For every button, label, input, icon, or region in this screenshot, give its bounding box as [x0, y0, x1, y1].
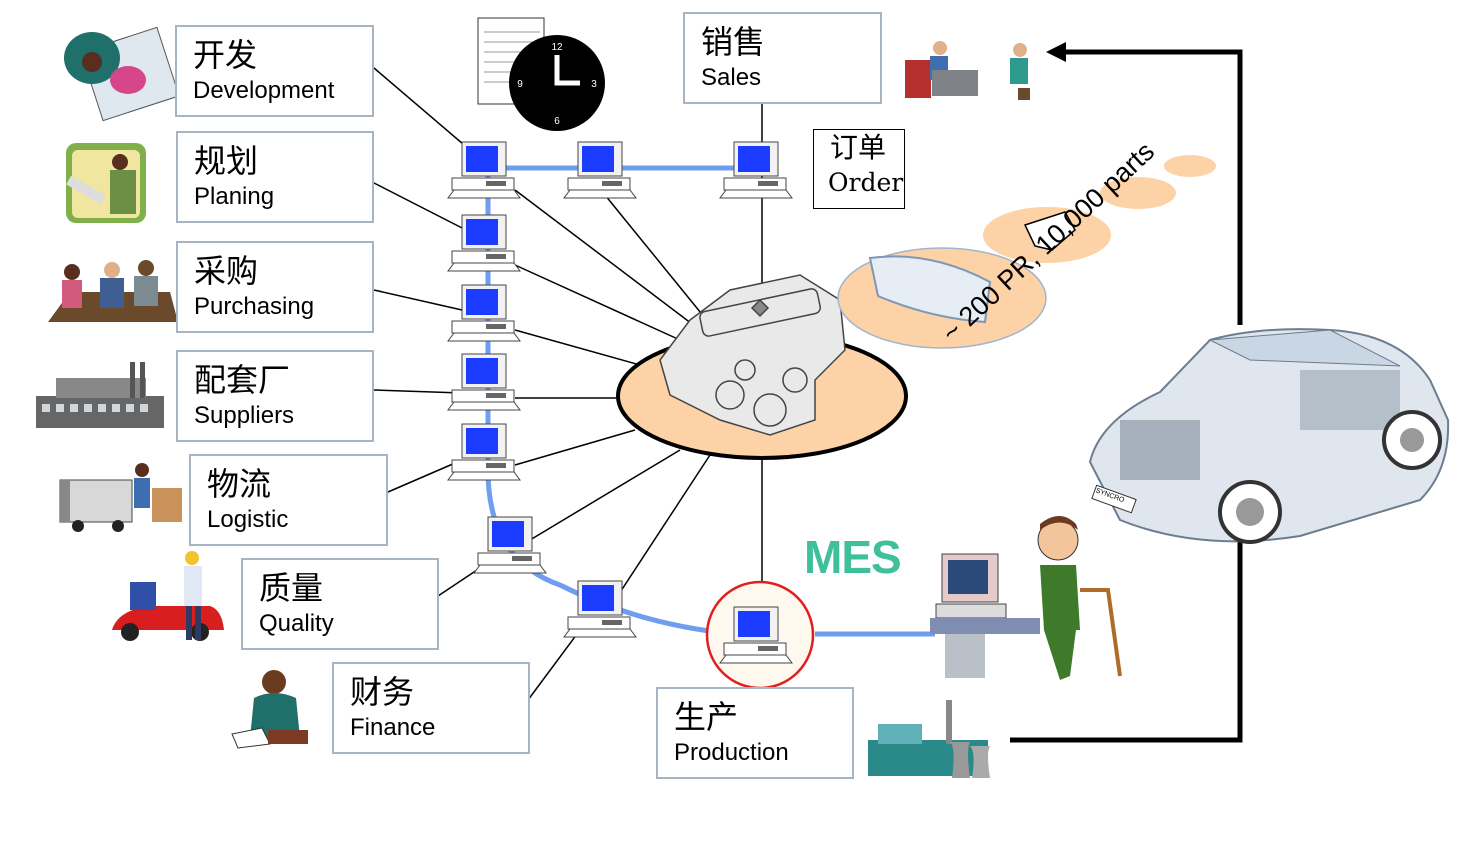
planning-box: 规划 Planing: [176, 131, 374, 223]
feedback-arrow: [1010, 42, 1243, 743]
workstation-icon: [447, 214, 521, 272]
clock-numeral-12: 12: [551, 42, 563, 53]
workstation-icon: [719, 141, 793, 199]
quality-zh-label: 质量: [259, 569, 324, 607]
development-box: 开发 Development: [175, 25, 374, 117]
sales-meeting-icon: [905, 41, 1030, 100]
engine-icon: [659, 274, 846, 436]
finance-box: 财务 Finance: [332, 662, 530, 754]
development-en-label: Development: [193, 77, 335, 104]
workstation-icon: [447, 423, 521, 481]
car-cutaway-icon: SYNCRO: [1088, 328, 1450, 544]
logistics-truck-icon: [59, 463, 182, 532]
logistic-en-label: Logistic: [207, 506, 289, 533]
central-hub: [616, 274, 908, 460]
logistic-zh-label: 物流: [207, 465, 272, 503]
parts-bubbles: [837, 155, 1216, 349]
part-icon: [1023, 211, 1076, 251]
clock-numeral-9: 9: [517, 79, 523, 90]
order-note: 订单 Order: [813, 129, 905, 209]
production-en-label: Production: [674, 739, 789, 766]
suppliers-zh-label: 配套厂: [194, 361, 291, 399]
development-clipart-icon: [64, 26, 180, 122]
workstation-icon: [447, 284, 521, 342]
workstation-icon: [563, 141, 637, 199]
workstations: [447, 141, 793, 664]
purchasing-clipart-icon: [48, 260, 178, 322]
development-zh-label: 开发: [193, 36, 258, 74]
order-zh-label: 订单: [830, 131, 887, 164]
suppliers-en-label: Suppliers: [194, 402, 295, 429]
logistic-box: 物流 Logistic: [189, 454, 388, 546]
sales-box: 销售 Sales: [683, 12, 882, 104]
workstation-icon: [447, 141, 521, 199]
workstation-icon: [719, 606, 793, 664]
workstation-icon: [563, 580, 637, 638]
suppliers-box: 配套厂 Suppliers: [176, 350, 374, 442]
production-zh-label: 生产: [674, 698, 739, 736]
clock-icon: 12 3 6 9: [477, 17, 605, 131]
factory-icon: [36, 362, 164, 428]
production-plant-icon: [868, 700, 990, 778]
quality-clipart-icon: [112, 551, 224, 641]
planning-clipart-icon: [66, 143, 146, 223]
sales-zh-label: 销售: [701, 23, 766, 61]
purchasing-en-label: Purchasing: [194, 293, 315, 320]
planning-en-label: Planing: [194, 183, 275, 210]
finance-clipart-icon: [231, 670, 308, 749]
clock-numeral-3: 3: [591, 79, 597, 90]
department-connectors: [373, 67, 763, 701]
workstation-icon: [473, 516, 547, 574]
order-en-label: Order: [828, 168, 904, 197]
purchasing-zh-label: 采购: [194, 252, 259, 290]
finance-zh-label: 财务: [350, 673, 415, 711]
sales-en-label: Sales: [701, 64, 762, 91]
planning-zh-label: 规划: [194, 142, 259, 180]
quality-box: 质量 Quality: [241, 558, 439, 650]
finance-en-label: Finance: [350, 714, 436, 741]
workstation-icon: [447, 353, 521, 411]
mes-label: MES: [804, 531, 902, 583]
clock-numeral-6: 6: [554, 116, 560, 127]
production-box: 生产 Production: [656, 687, 854, 779]
purchasing-box: 采购 Purchasing: [176, 241, 374, 333]
mes-operator-icon: [930, 516, 1122, 680]
quality-en-label: Quality: [259, 610, 334, 637]
bumper-icon: [868, 255, 992, 324]
